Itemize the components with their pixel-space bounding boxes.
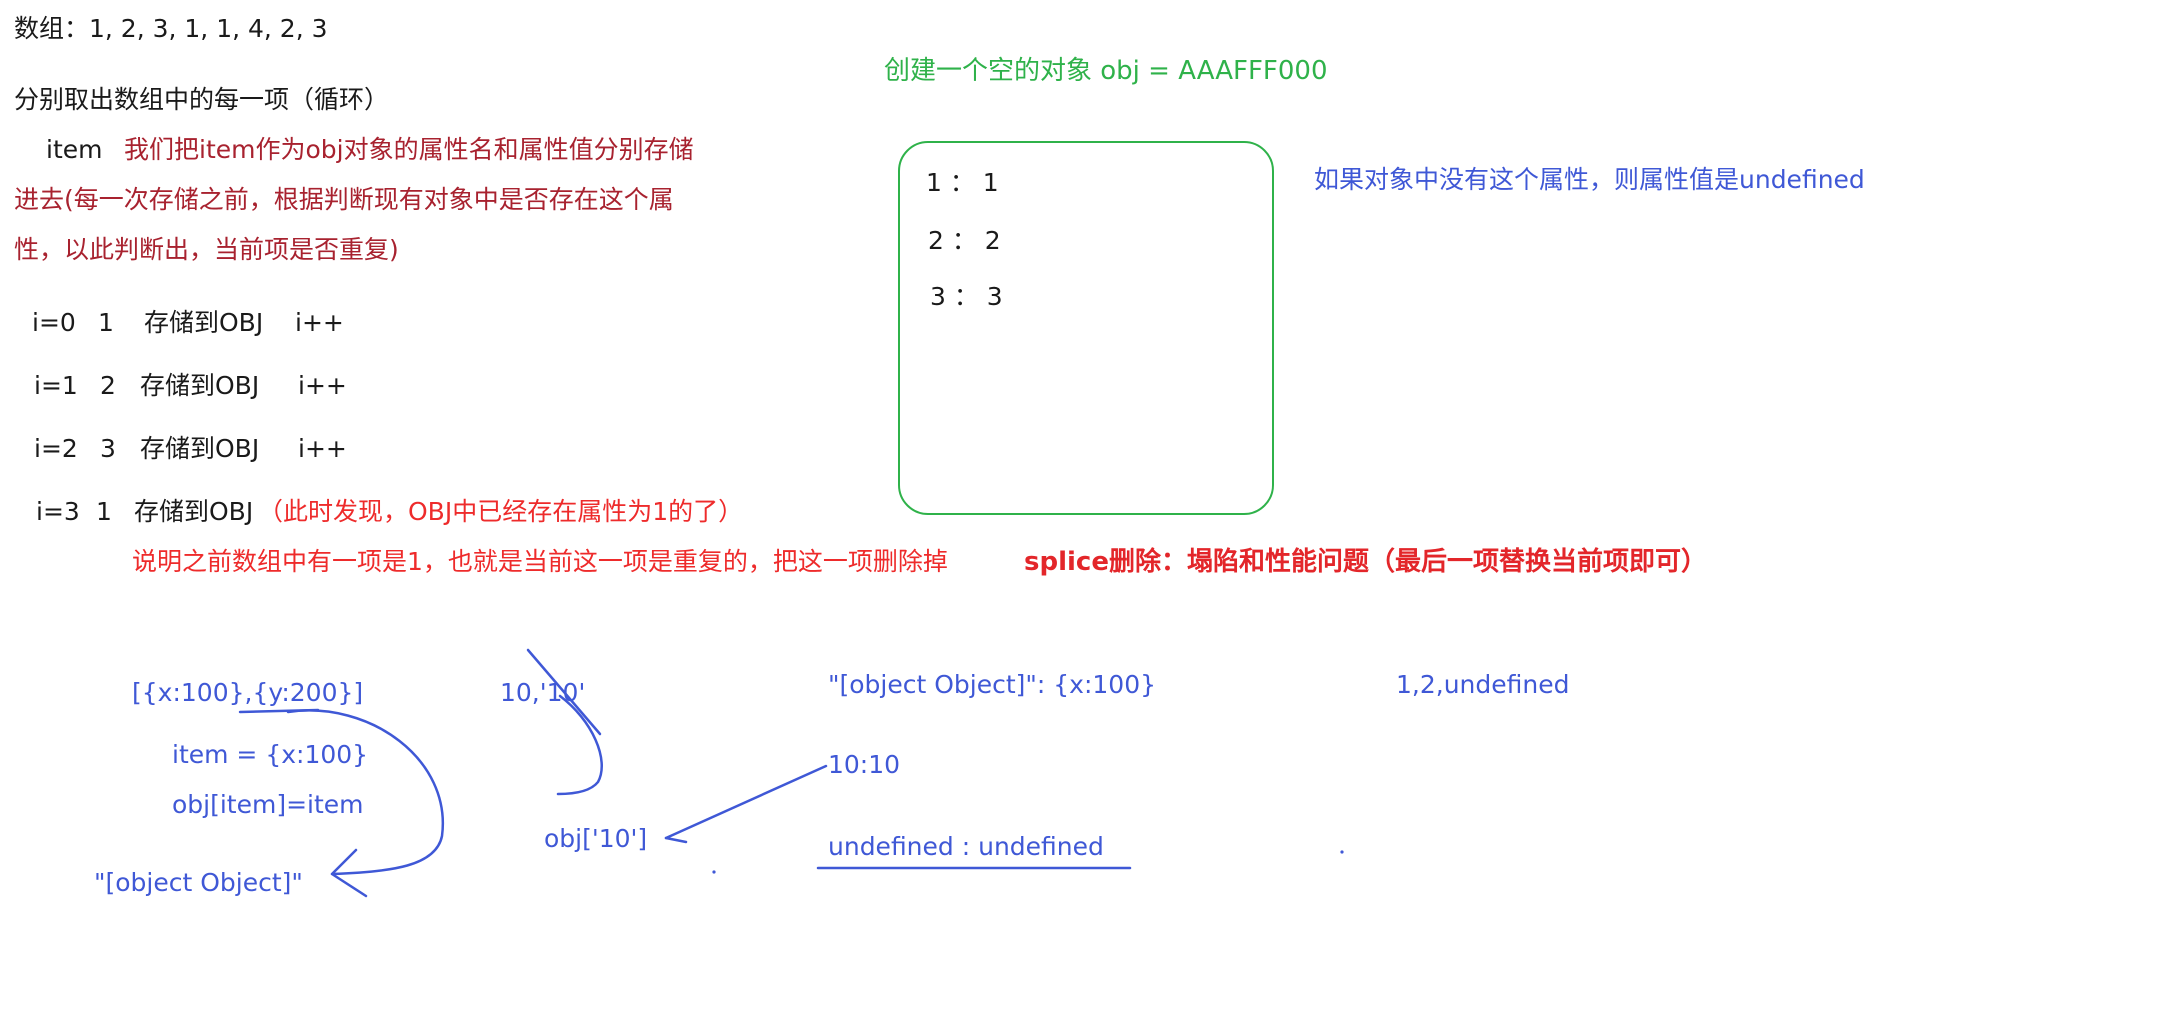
step-index: i=1 [34, 371, 78, 400]
step-value: 1 [96, 497, 112, 526]
object-entry: 1 ： 1 [926, 168, 999, 197]
arrow-head [330, 848, 368, 898]
step-index: i=3 [36, 497, 80, 526]
sequence-result: 1,2,undefined [1396, 670, 1570, 699]
step-index: i=2 [34, 434, 78, 463]
step-increment: i++ [298, 371, 347, 400]
splice-note: splice删除：塌陷和性能问题（最后一项替换当前项即可） [1024, 547, 1707, 577]
pointer-tick [664, 836, 688, 844]
step-increment: i++ [295, 308, 344, 337]
curve-stroke [556, 694, 603, 796]
object-entry: 3 ： 3 [930, 282, 1003, 311]
object-object-string: "[object Object]" [94, 868, 303, 897]
ten-result: 10:10 [828, 750, 901, 779]
duplicate-desc: 说明之前数组中有一项是1，也就是当前这一项是重复的，把这一项删除掉 [132, 547, 948, 576]
store-desc-2: 进去(每一次存储之前，根据判断现有对象中是否存在这个属 [14, 185, 674, 214]
object-entry: 2 ： 2 [928, 226, 1001, 255]
object-box [898, 141, 1274, 515]
step-value: 1 [98, 308, 114, 337]
object-box-title: 创建一个空的对象 obj = AAAFFF000 [884, 56, 1328, 86]
pointer-arrow [664, 764, 828, 840]
step-index: i=0 [32, 308, 76, 337]
step-note: （此时发现，OBJ中已经存在属性为1的了） [258, 497, 744, 526]
step-action: 存储到OBJ [140, 371, 260, 400]
step-action: 存储到OBJ [140, 434, 260, 463]
stray-dot [712, 870, 716, 874]
loop-line: 分别取出数组中的每一项（循环） [14, 85, 390, 114]
item-label: item [46, 135, 103, 164]
step-value: 2 [100, 371, 116, 400]
curved-arrow [286, 709, 445, 876]
step-value: 3 [100, 434, 116, 463]
store-desc-1: 我们把item作为obj对象的属性名和属性值分别存储 [124, 135, 694, 164]
stray-dot [1340, 850, 1344, 854]
obj-string-key: obj['10'] [544, 824, 648, 853]
undefined-result: undefined : undefined [828, 832, 1104, 861]
array-of-objects: [{x:100},{y:200}] [132, 678, 364, 707]
step-action: 存储到OBJ [144, 308, 264, 337]
array-line: 数组：1, 2, 3, 1, 1, 4, 2, 3 [14, 14, 328, 43]
store-desc-3: 性，以此判断出，当前项是否重复) [14, 235, 399, 264]
undefined-note: 如果对象中没有这个属性，则属性值是undefined [1314, 165, 1865, 194]
item-assign: item = {x:100} [172, 740, 369, 769]
obj-item-assign: obj[item]=item [172, 790, 364, 819]
step-action: 存储到OBJ [134, 497, 254, 526]
step-increment: i++ [298, 434, 347, 463]
object-key-result: "[object Object]": {x:100} [828, 670, 1157, 699]
strike-stroke [526, 648, 602, 736]
